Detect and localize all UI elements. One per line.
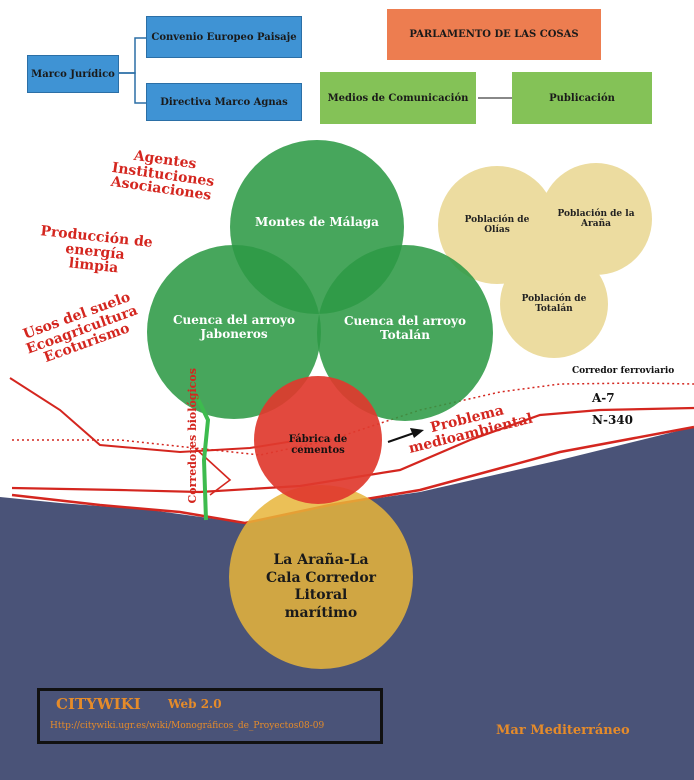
landscape-convention-label: Convenio Europeo Paisaje xyxy=(151,31,297,43)
publication-label: Publicación xyxy=(549,92,615,104)
parliament-label: PARLAMENTO DE LAS COSAS xyxy=(409,29,579,40)
publication-box: Publicación xyxy=(512,72,652,124)
citywiki-link[interactable]: Http://citywiki.ugr.es/wiki/Monográficos… xyxy=(50,721,325,731)
legal-framework-label: Marco Jurídico xyxy=(31,68,115,80)
road-a7 xyxy=(11,406,694,494)
citywiki-box: CITYWIKI Web 2.0 Http://citywiki.ugr.es/… xyxy=(37,688,383,744)
rail-label: Corredor ferroviario xyxy=(572,366,675,376)
problem-arrow-line xyxy=(387,432,415,443)
population-totalan-label: Población de Totalán xyxy=(521,294,587,314)
population-totalan-circle: Población de Totalán xyxy=(500,250,608,358)
problem-arrow-head xyxy=(410,428,424,438)
coastal-corridor-label: La Araña-La Cala Corredor Litoral maríti… xyxy=(265,552,377,621)
totalan-basin-label: Cuenca del arroyo Totalán xyxy=(343,314,467,342)
legal-framework-box: Marco Jurídico xyxy=(27,55,119,93)
cement-factory-label: Fábrica de cementos xyxy=(288,434,348,456)
jaboneros-label: Cuenca del arroyo Jaboneros xyxy=(172,313,296,341)
parliament-box: PARLAMENTO DE LAS COSAS xyxy=(387,9,601,60)
citywiki-name: CITYWIKI xyxy=(56,695,141,713)
coastal-corridor-circle: La Araña-La Cala Corredor Litoral maríti… xyxy=(229,485,413,669)
montes-label: Montes de Málaga xyxy=(255,215,379,229)
citywiki-version: Web 2.0 xyxy=(168,697,222,711)
bio-corridor-line xyxy=(194,394,211,521)
water-directive-label: Directiva Marco Agnas xyxy=(160,96,288,108)
cement-factory-circle: Fábrica de cementos xyxy=(254,376,382,504)
a7-label: A-7 xyxy=(592,391,615,405)
media-box: Medios de Comunicación xyxy=(320,72,476,124)
population-olias-label: Población de Olías xyxy=(464,215,530,235)
water-directive-box: Directiva Marco Agnas xyxy=(146,83,302,121)
landscape-convention-box: Convenio Europeo Paisaje xyxy=(146,16,302,58)
n340-label: N-340 xyxy=(592,413,633,427)
legal-connector-2 xyxy=(118,72,148,104)
population-arana-label: Población de la Araña xyxy=(557,209,635,229)
media-label: Medios de Comunicación xyxy=(327,92,469,104)
road-inner xyxy=(194,447,232,496)
sea-label: Mar Mediterráneo xyxy=(496,723,630,738)
